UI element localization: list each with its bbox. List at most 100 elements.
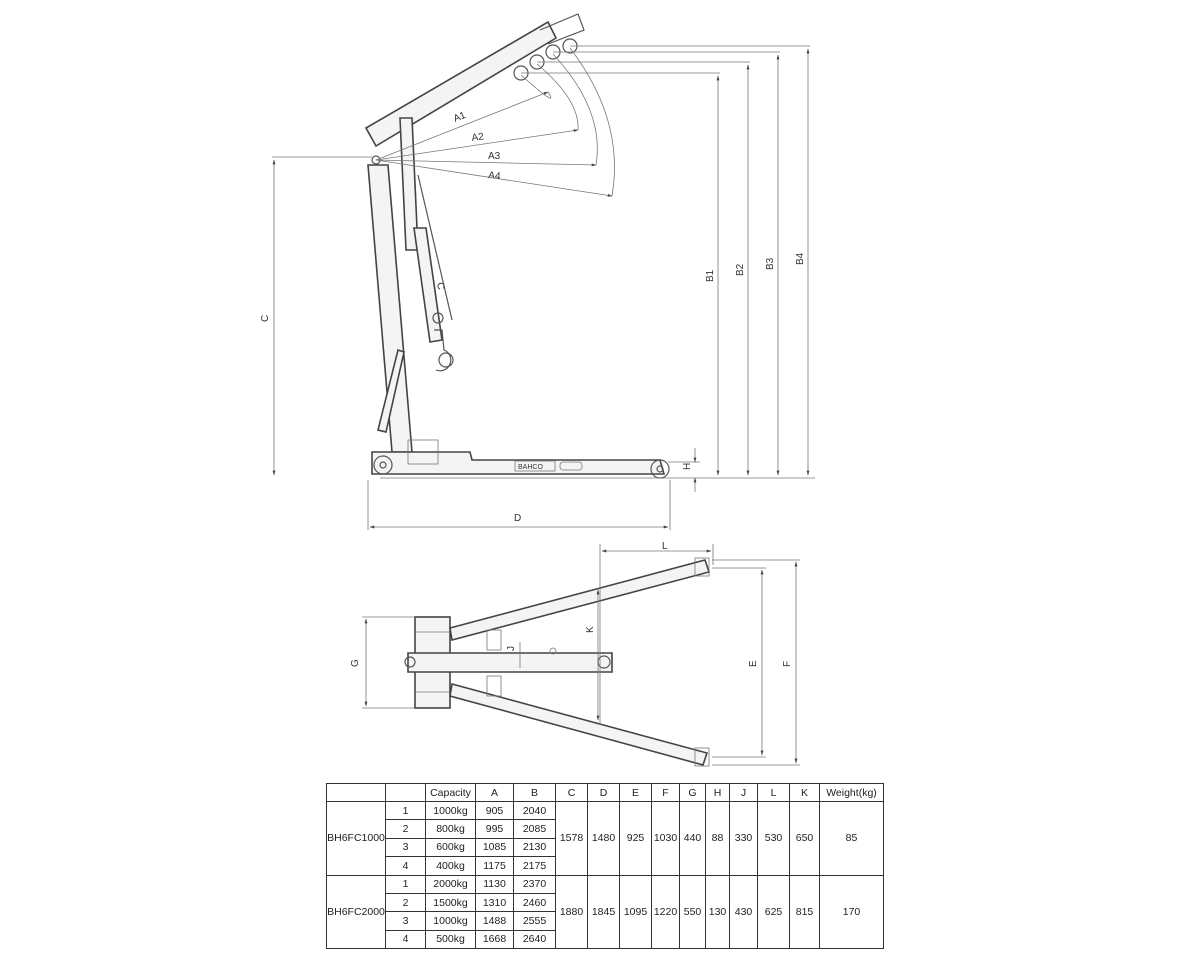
f-cell: 1030 [651,801,680,876]
b-cell: 2460 [513,892,556,913]
dim-label-d: D [514,513,521,524]
header-h: H [705,783,730,802]
b-cell: 2640 [513,929,556,950]
dim-label-l: L [662,541,668,552]
upper-leg [449,559,711,641]
dim-label-b3: B3 [765,257,776,270]
h-cell: 88 [705,801,730,876]
a-cell: 1488 [475,911,514,931]
k-cell: 650 [789,801,820,876]
l-cell: 625 [757,874,790,949]
hook [432,312,454,372]
j-cell: 330 [729,801,758,876]
dim-label-b4: B4 [795,252,806,265]
spec-table: Capacity A B C D E F G H J L K Weight(kg… [326,783,884,950]
capacity-cell: 400kg [425,856,476,876]
header-cell [385,783,426,802]
b-cell: 2040 [513,800,556,821]
g-cell: 440 [679,801,706,876]
g-cell: 550 [679,874,706,949]
dim-label-k: K [585,626,596,633]
weight-cell: 85 [819,801,884,876]
position-cell: 4 [385,929,426,950]
position-cell: 1 [385,800,426,821]
dim-label-b1: B1 [705,269,716,282]
position-cell: 2 [385,892,426,913]
dim-label-f: F [782,661,793,667]
capacity-cell: 600kg [425,837,476,858]
capacity-cell: 1000kg [425,800,476,821]
table-row: 4 500kg 1668 2640 [327,929,884,950]
a-cell: 1668 [475,929,514,950]
dim-label-e: E [748,660,759,667]
table-row: 3 1000kg 1488 2555 [327,911,884,931]
e-cell: 1095 [619,874,652,949]
a-cell: 1130 [475,874,514,894]
b-cell: 2130 [513,837,556,858]
b-cell: 2085 [513,819,556,839]
model-name: BH6FC2000 [326,874,386,949]
center-beam [407,652,613,673]
l-cell: 530 [757,801,790,876]
header-d: D [587,783,620,802]
position-cell: 3 [385,911,426,931]
header-cell [326,783,386,802]
dim-label-g: G [350,659,361,667]
k-cell: 815 [789,874,820,949]
dim-label-j: J [506,646,517,651]
header-g: G [679,783,706,802]
f-cell: 1220 [651,874,680,949]
c-cell: 1880 [555,874,588,949]
j-cell: 430 [729,874,758,949]
a-cell: 1175 [475,856,514,876]
top-view: L K J G E F [350,541,800,767]
boom [364,20,558,148]
table-row: 3 600kg 1085 2130 [327,837,884,858]
table-row: BH6FC2000 1 2000kg 1130 2370 1880 1845 1… [326,874,884,949]
model-name: BH6FC1000 [326,801,386,876]
dim-label-c: C [260,315,271,322]
header-weight: Weight(kg) [819,783,884,802]
capacity-cell: 1500kg [425,892,476,913]
table-row: 2 800kg 995 2085 [327,819,884,839]
capacity-cell: 500kg [425,929,476,950]
dim-label-b2: B2 [735,263,746,276]
a-cell: 905 [475,800,514,821]
capacity-cell: 1000kg [425,911,476,931]
a-cell: 1085 [475,837,514,858]
dim-label-a1: A1 [452,110,468,125]
boom-label-c: C [434,282,446,291]
b-cell: 2555 [513,911,556,931]
side-view: BAHCO A1 A2 A3 A4 [260,13,815,530]
position-cell: 4 [385,856,426,876]
position-cell: 1 [385,874,426,894]
table-row: BH6FC1000 1 1000kg 905 2040 1578 1480 92… [326,800,884,876]
header-b: B [513,783,556,802]
weight-cell: 170 [819,874,884,949]
header-j: J [729,783,758,802]
table-header-row: Capacity A B C D E F G H J L K Weight(kg… [326,783,884,802]
table-row: 4 400kg 1175 2175 [327,856,884,876]
position-cell: 3 [385,837,426,858]
dim-label-a3: A3 [488,151,501,162]
b-cell: 2175 [513,856,556,876]
a-cell: 1310 [475,892,514,913]
c-cell: 1578 [555,801,588,876]
rear-wheel [373,455,393,475]
dim-label-a4: A4 [488,170,502,182]
header-e: E [619,783,652,802]
header-a: A [475,783,514,802]
header-k: K [789,783,820,802]
capacity-cell: 2000kg [425,874,476,894]
b-cell: 2370 [513,874,556,894]
d-cell: 1845 [587,874,620,949]
a-cell: 995 [475,819,514,839]
brand-label: BAHCO [518,464,543,471]
crane-technical-drawing: BAHCO A1 A2 A3 A4 [260,13,815,767]
capacity-cell: 800kg [425,819,476,839]
e-cell: 925 [619,801,652,876]
d-cell: 1480 [587,801,620,876]
position-cell: 2 [385,819,426,839]
header-l: L [757,783,790,802]
h-cell: 130 [705,874,730,949]
